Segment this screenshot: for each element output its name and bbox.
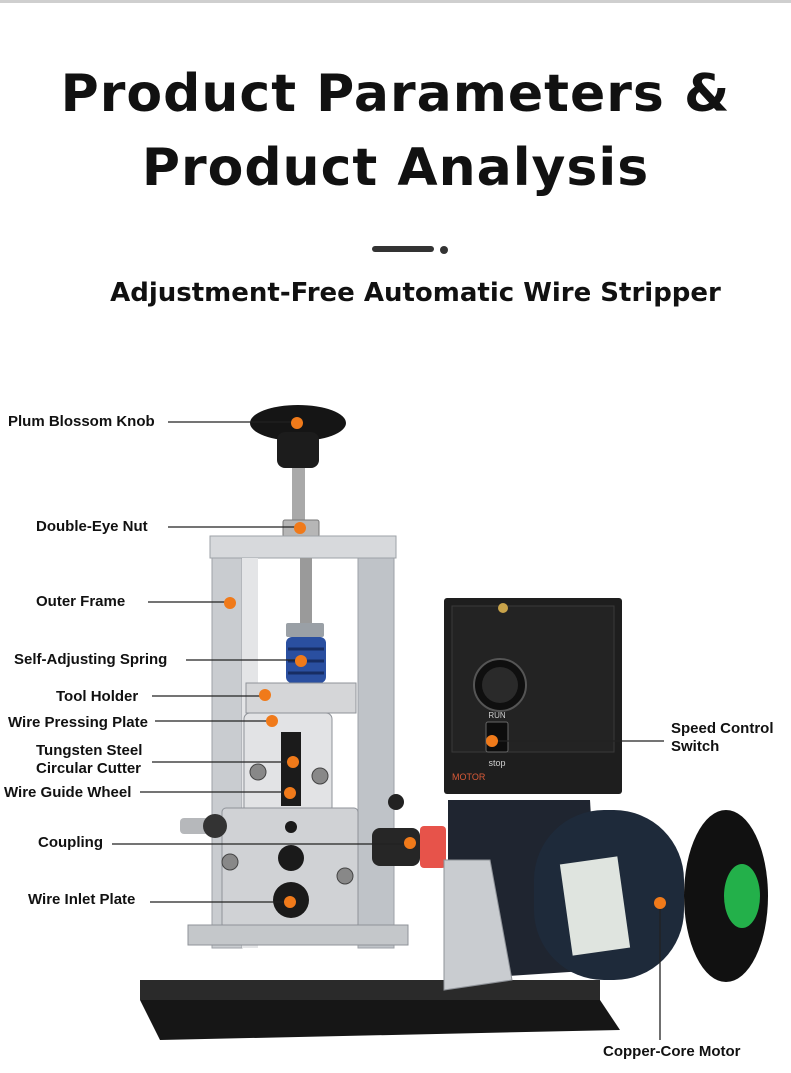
circular-cutter-window bbox=[281, 732, 301, 806]
title-divider-dot bbox=[440, 246, 448, 254]
marker-frame bbox=[224, 597, 236, 609]
base-plate bbox=[140, 1000, 620, 1040]
marker-speed-switch bbox=[486, 735, 498, 747]
marker-nut bbox=[294, 522, 306, 534]
outer-frame-top bbox=[209, 535, 397, 559]
label-wire-inlet-plate: Wire Inlet Plate bbox=[28, 891, 136, 908]
label-wire-pressing-plate: Wire Pressing Plate bbox=[8, 714, 148, 731]
label-plum-blossom-knob: Plum Blossom Knob bbox=[8, 413, 155, 430]
label-copper-core-motor: Copper-Core Motor bbox=[603, 1043, 741, 1060]
label-self-adjusting-spring: Self-Adjusting Spring bbox=[14, 651, 168, 668]
page-title-line1: Product Parameters & bbox=[60, 64, 731, 124]
marker-motor bbox=[654, 897, 666, 909]
label-circular-cutter: Circular Cutter bbox=[36, 760, 142, 777]
label-tool-holder: Tool Holder bbox=[56, 688, 139, 705]
marker-spring bbox=[295, 655, 307, 667]
top-border bbox=[0, 0, 791, 3]
stop-label: stop bbox=[488, 758, 505, 768]
run-label: RUN bbox=[488, 711, 506, 720]
label-switch: Switch bbox=[671, 738, 720, 755]
outer-frame-right bbox=[357, 557, 395, 949]
marker-inlet-plate bbox=[284, 896, 296, 908]
label-tungsten-steel: Tungsten Steel bbox=[36, 742, 143, 759]
threaded-rod bbox=[292, 468, 305, 524]
label-coupling: Coupling bbox=[38, 834, 103, 851]
label-double-eye-nut: Double-Eye Nut bbox=[36, 518, 148, 535]
wire-stripper-illustration: RUN stop MOTOR bbox=[112, 405, 768, 1040]
marker-knob bbox=[291, 417, 303, 429]
marker-pressing-plate bbox=[266, 715, 278, 727]
marker-tool-holder bbox=[259, 689, 271, 701]
marker-guide-wheel bbox=[284, 787, 296, 799]
label-speed-control: Speed Control bbox=[671, 720, 774, 737]
brand-label: MOTOR bbox=[452, 772, 486, 782]
leader-lines bbox=[112, 421, 664, 1040]
page-title-line2: Product Analysis bbox=[141, 138, 650, 198]
product-subtitle: Adjustment-Free Automatic Wire Stripper bbox=[110, 278, 721, 308]
marker-cutter bbox=[287, 756, 299, 768]
label-outer-frame: Outer Frame bbox=[36, 593, 126, 610]
marker-coupling bbox=[404, 837, 416, 849]
title-divider bbox=[372, 246, 434, 252]
callout-markers bbox=[224, 417, 666, 909]
label-wire-guide-wheel: Wire Guide Wheel bbox=[4, 784, 132, 801]
